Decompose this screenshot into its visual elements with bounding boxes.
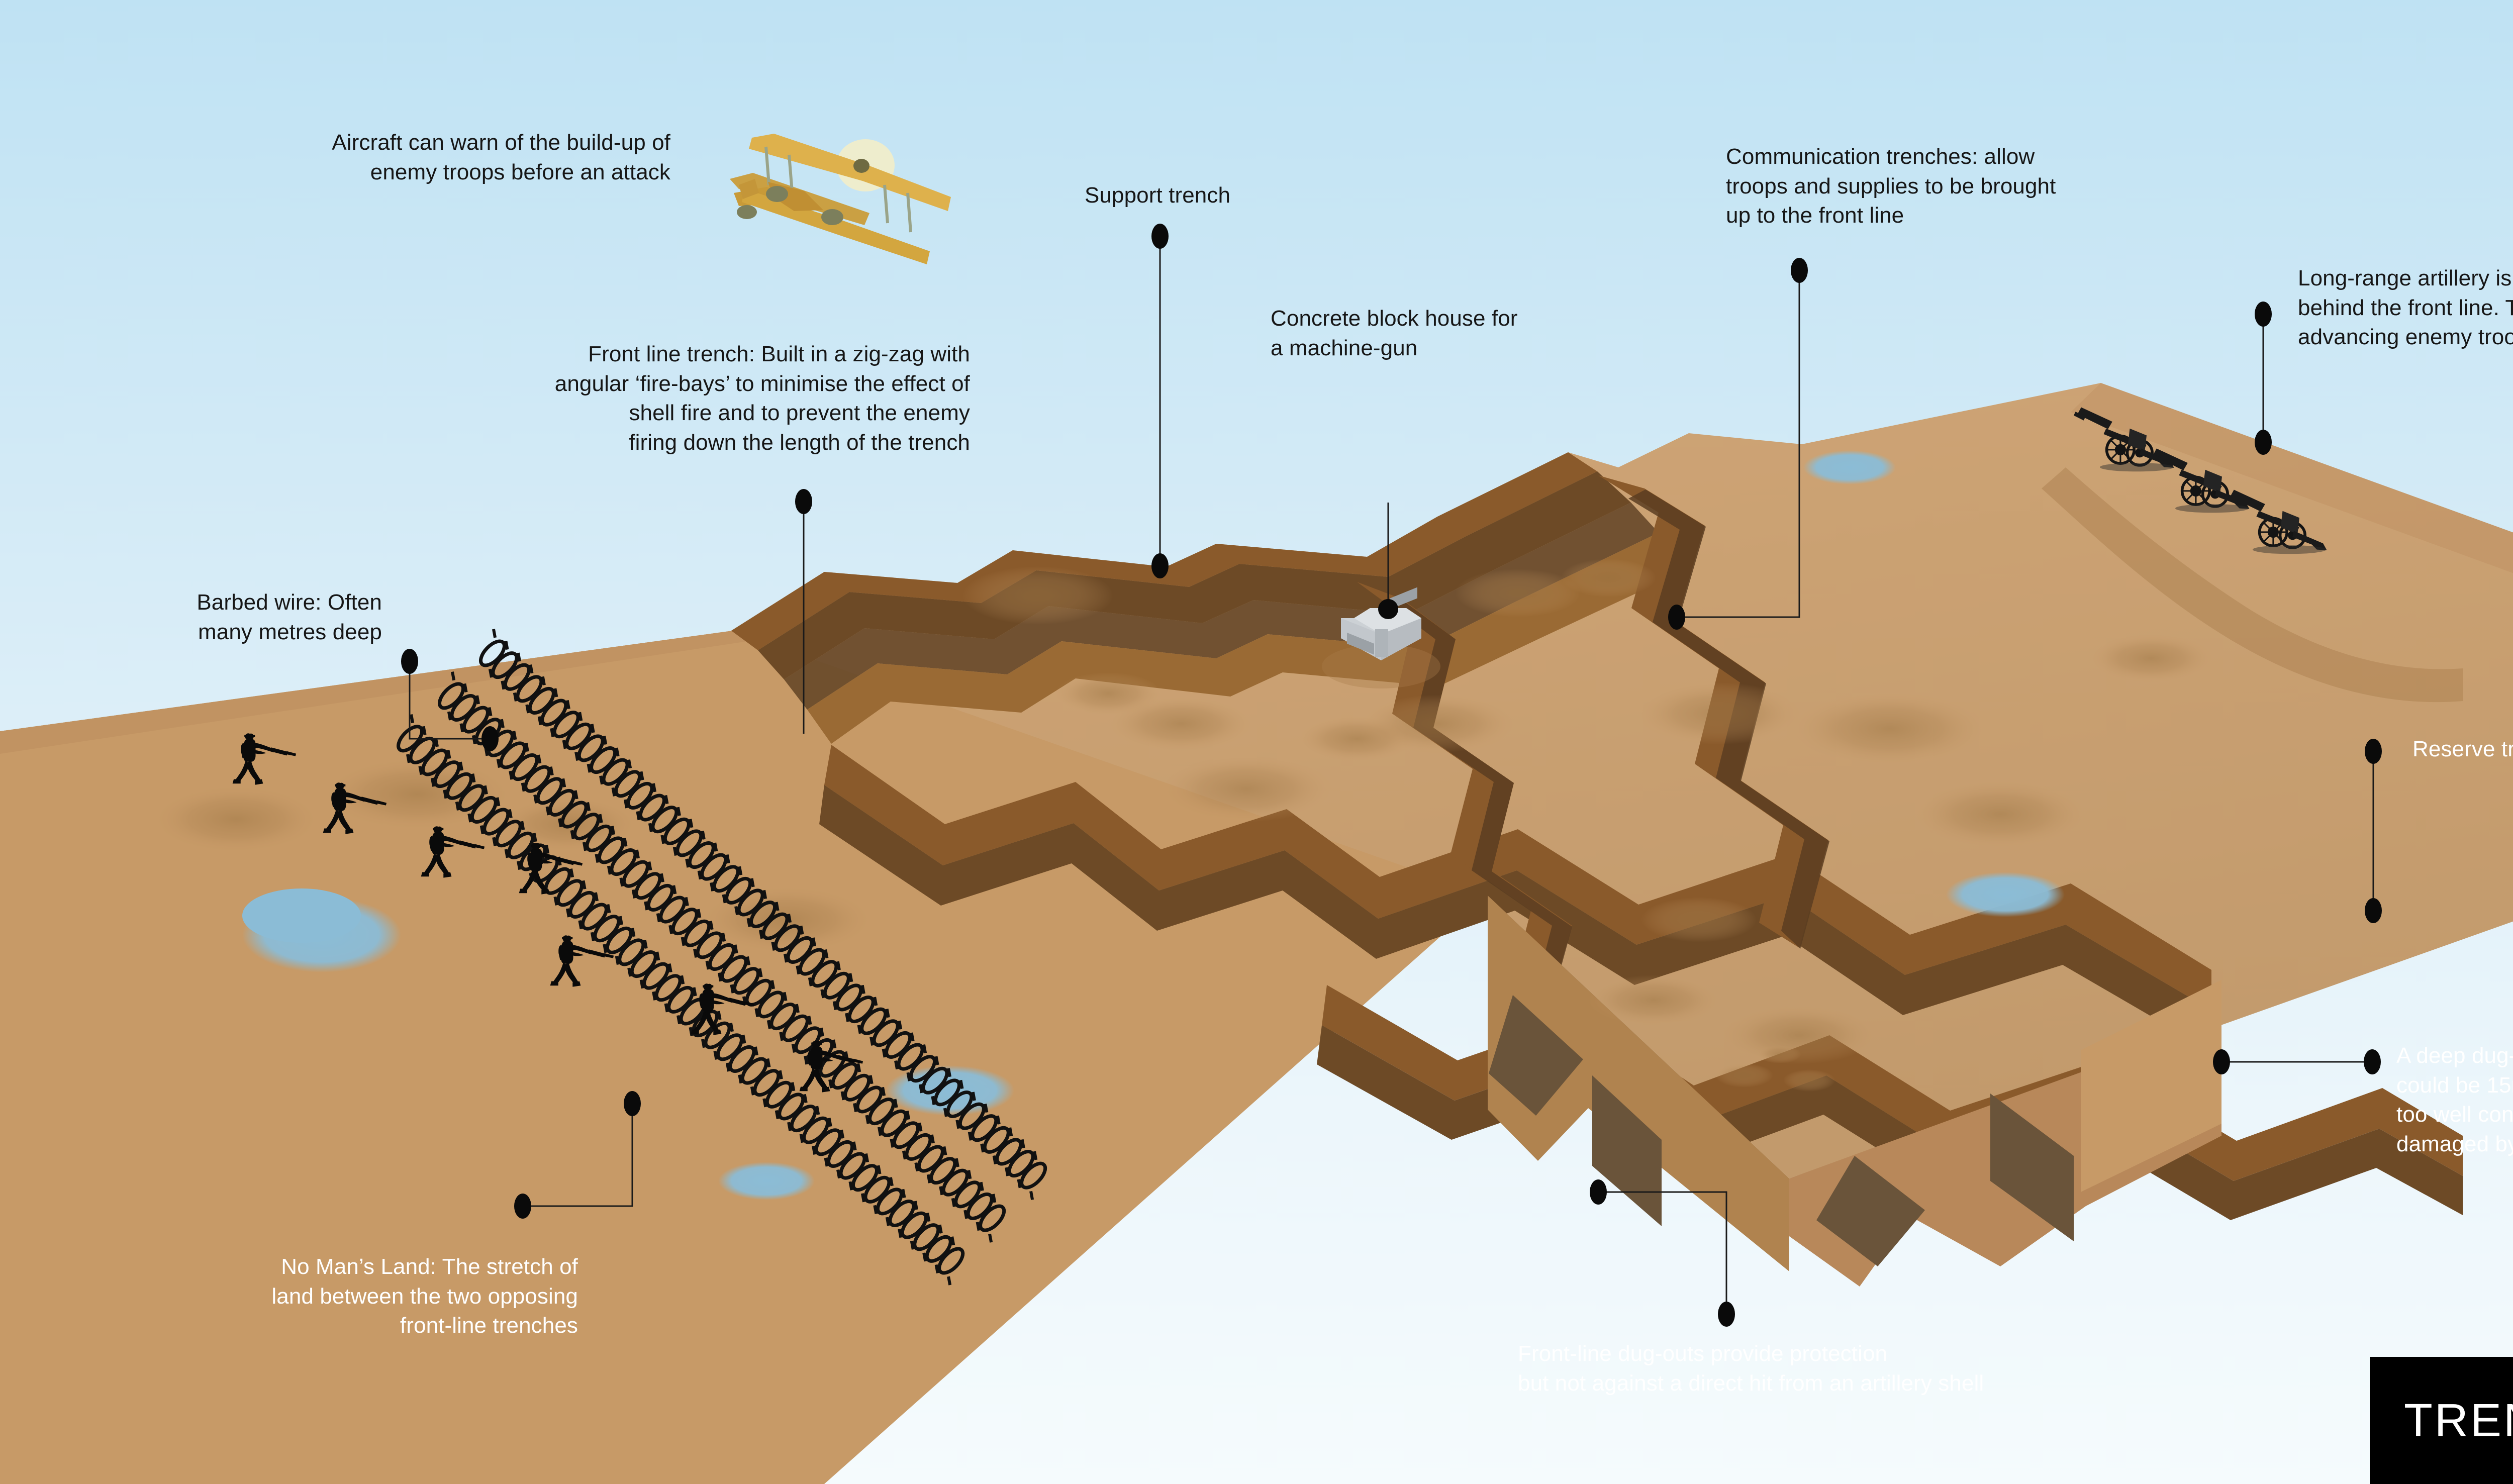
- concrete-block-house: [1322, 587, 1440, 688]
- dot-barbed-wire: [401, 649, 418, 674]
- water-filled-craters: [242, 450, 2065, 1200]
- leader-no-mans-land: [523, 1111, 633, 1207]
- deep-dug-out-label: A deep dug-out. German ones could be 15m…: [2396, 1043, 2513, 1156]
- dot-reserve-trench: [2365, 739, 2382, 764]
- dot-deep-dug-out: [2364, 1049, 2381, 1074]
- dot-communication-trenches-end: [1668, 605, 1685, 630]
- barbed-wire-label: Barbed wire: Often many metres deep: [197, 590, 382, 644]
- support-trench-shape: [819, 745, 2211, 1051]
- title-plate: TRENCH WARFARE: [2370, 1357, 2513, 1484]
- aircraft-label: Aircraft can warn of the build-up of ene…: [332, 130, 670, 184]
- dot-front-line-dug-outs: [1718, 1302, 1735, 1327]
- dot-block-house: [1378, 599, 1398, 619]
- front-line-dug-outs-label: Front-line dug-outs provide protection b…: [1518, 1341, 1984, 1396]
- dot-communication-trenches: [1791, 258, 1808, 283]
- front-line-trench-shape: [731, 452, 1693, 744]
- artillery-berm: [2042, 467, 2463, 703]
- dot-deep-dug-out-end: [2213, 1049, 2230, 1074]
- leader-communication-trenches: [1677, 277, 1800, 618]
- long-range-artillery-label: Long-range artillery is placed about 10k…: [2298, 266, 2513, 350]
- leader-front-line-dug-outs: [1598, 1191, 1727, 1307]
- front-line-dug-out-cutaway: [1488, 896, 1789, 1271]
- front-line-trench-floor: [758, 471, 1631, 679]
- support-trench-floor: [819, 785, 2211, 1051]
- dot-reserve-trench-end: [2365, 898, 2382, 923]
- page-title: TRENCH WARFARE: [2404, 1394, 2513, 1446]
- dot-support-trench-end: [1151, 553, 1169, 578]
- front-line-trench-label: Front line trench: Built in a zig-zag wi…: [554, 342, 970, 455]
- support-trench-label: Support trench: [1085, 183, 1231, 208]
- concrete-block-house-label: Concrete block house for a machine-gun: [1271, 306, 1518, 360]
- front-line-parapet: [731, 452, 1597, 650]
- dot-no-mans-land-end: [514, 1194, 531, 1219]
- dot-support-trench: [1151, 224, 1169, 249]
- front-line-bank: [807, 533, 1693, 744]
- leader-barbed-wire: [409, 668, 490, 740]
- dot-front-line-trench: [795, 489, 812, 514]
- dot-no-mans-land: [624, 1091, 641, 1116]
- dot-long-range-artillery-end: [2255, 430, 2272, 455]
- biplane-aircraft: [730, 134, 951, 264]
- dot-long-range-artillery: [2255, 302, 2272, 327]
- no-mans-land-label: No Man’s Land: The stretch of land betwe…: [271, 1254, 578, 1338]
- deep-dug-out-cutaway: [1789, 980, 2221, 1287]
- communication-trenches-label: Communication trenches: allow troops and…: [1726, 144, 2056, 228]
- dot-front-line-dug-outs-end: [1590, 1179, 1607, 1205]
- support-trench-parapet: [824, 745, 2211, 1010]
- dot-barbed-wire-end: [481, 726, 499, 751]
- reserve-trench-label: Reserve trench: [2412, 737, 2513, 761]
